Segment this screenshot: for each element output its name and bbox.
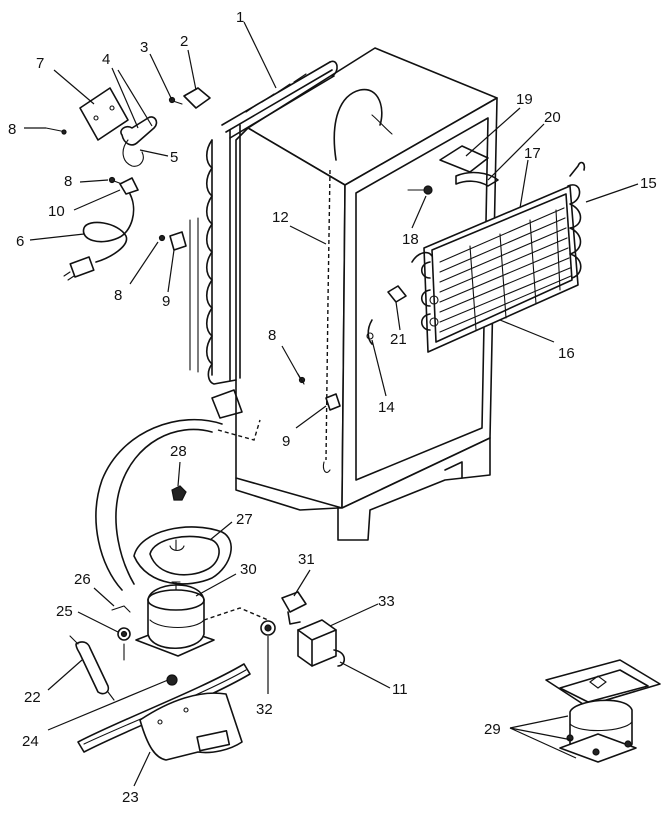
callout-29: 29: [484, 721, 501, 738]
callout-labels: 1 2 3 4 7 8 5 8 10 6 8 9 12 8 9 14 21 18…: [8, 9, 657, 806]
rear-upper-parts: [297, 145, 499, 411]
callout-12: 12: [272, 209, 289, 226]
callout-32: 32: [256, 701, 273, 718]
callout-9-left: 9: [162, 293, 170, 310]
condenser-panel: [411, 161, 586, 353]
callout-21: 21: [390, 331, 407, 348]
callout-2: 2: [180, 33, 188, 50]
callout-4: 4: [102, 51, 110, 68]
callout-18: 18: [402, 231, 419, 248]
callout-8-mid: 8: [64, 173, 72, 190]
callout-8-center: 8: [268, 327, 276, 344]
callout-7: 7: [36, 55, 44, 72]
callout-31: 31: [298, 551, 315, 568]
callout-33: 33: [378, 593, 395, 610]
callout-9-center: 9: [282, 433, 290, 450]
callout-8-left: 8: [114, 287, 122, 304]
callout-20: 20: [544, 109, 561, 126]
callout-leader-lines: [24, 21, 639, 787]
alternate-compressor: [545, 659, 661, 763]
callout-10: 10: [48, 203, 65, 220]
callout-17: 17: [524, 145, 541, 162]
callout-14: 14: [378, 399, 395, 416]
callout-19: 19: [516, 91, 533, 108]
callout-3: 3: [140, 39, 148, 56]
callout-11: 11: [392, 681, 408, 698]
drain-hose-and-pan: [95, 418, 261, 591]
refrigerator-cabinet: [235, 47, 498, 541]
callout-24: 24: [22, 733, 39, 750]
callout-30: 30: [240, 561, 257, 578]
callout-22: 22: [24, 689, 41, 706]
callout-8-top: 8: [8, 121, 16, 138]
callout-27: 27: [236, 511, 253, 528]
callout-6: 6: [16, 233, 24, 250]
callout-5: 5: [170, 149, 178, 166]
callout-15: 15: [640, 175, 657, 192]
compressor-assembly: [69, 581, 346, 761]
left-hardware-parts: [45, 87, 211, 281]
callout-28: 28: [170, 443, 187, 460]
callout-16: 16: [558, 345, 575, 362]
callout-1: 1: [236, 9, 244, 26]
callout-25: 25: [56, 603, 73, 620]
callout-26: 26: [74, 571, 91, 588]
condenser-coil: [189, 60, 338, 419]
callout-23: 23: [122, 789, 139, 806]
